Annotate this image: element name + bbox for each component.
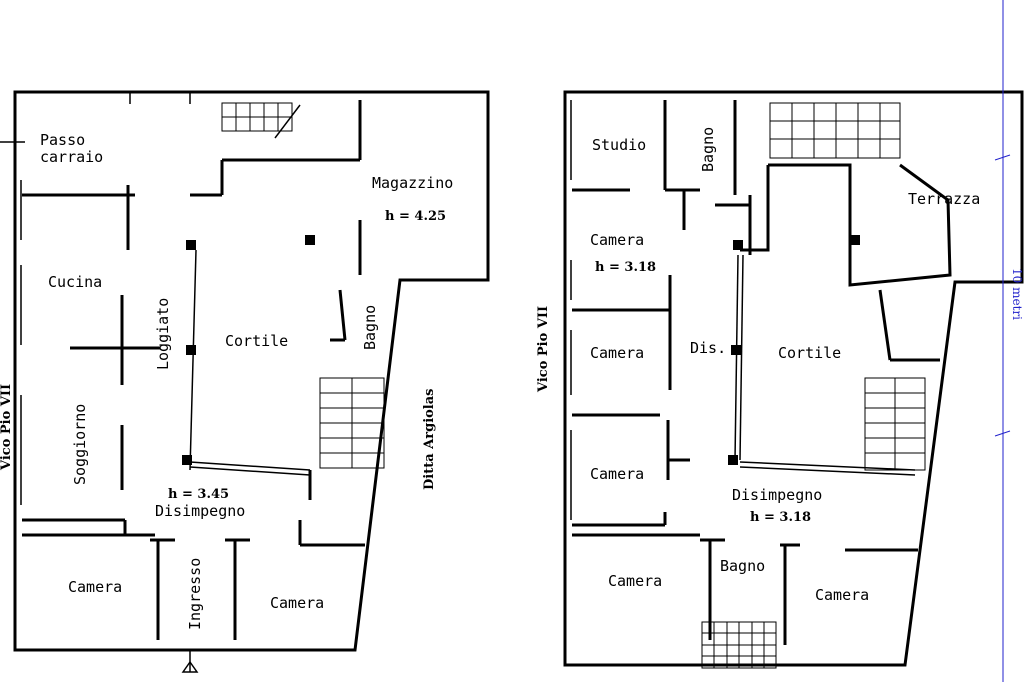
label-h-magazzino: h = 4.25 xyxy=(385,209,446,224)
balcony-bottom xyxy=(701,621,777,669)
label-camera-3: Camera xyxy=(590,465,644,483)
stair-top-right xyxy=(769,102,901,159)
label-street-right: Ditta Argiolas xyxy=(422,389,437,491)
label-cucina: Cucina xyxy=(48,273,102,291)
label-magazzino: Magazzino xyxy=(372,174,453,192)
label-h-disimpegno-right: h = 3.18 xyxy=(750,510,811,525)
label-ingresso: Ingresso xyxy=(186,558,204,630)
stair-top-left xyxy=(221,102,301,139)
label-camera-4: Camera xyxy=(608,572,662,590)
stair-right-right xyxy=(864,377,926,471)
label-camera-2: Camera xyxy=(590,344,644,362)
label-cortile: Cortile xyxy=(225,332,288,350)
label-bagno-bottom: Bagno xyxy=(720,557,765,575)
stair-right-left xyxy=(319,377,385,469)
label-bagno-top: Bagno xyxy=(699,127,717,172)
label-soggiorno: Soggiorno xyxy=(71,404,89,485)
label-street-left: Vico Pio VII xyxy=(0,384,14,471)
right-floor-plan: Studio Bagno Terrazza Camera h = 3.18 Ca… xyxy=(536,90,1024,669)
scale-bar: 10 metri xyxy=(994,0,1024,682)
label-cortile-right: Cortile xyxy=(778,344,841,362)
label-camera-left: Camera xyxy=(68,578,122,596)
label-h-camera: h = 3.18 xyxy=(595,260,656,275)
label-street-right-plan: Vico Pio VII xyxy=(536,306,551,393)
label-terrazza: Terrazza xyxy=(908,190,980,208)
label-disimpegno-right: Disimpegno xyxy=(732,486,822,504)
label-studio: Studio xyxy=(592,136,646,154)
label-camera-1: Camera xyxy=(590,231,644,249)
label-h-disimpegno: h = 3.45 xyxy=(168,487,229,502)
label-dis: Dis. xyxy=(690,339,726,357)
label-loggiato: Loggiato xyxy=(154,298,172,370)
label-passo: Passo xyxy=(40,131,85,149)
label-bagno: Bagno xyxy=(361,305,379,350)
label-camera-5: Camera xyxy=(815,586,869,604)
label-disimpegno: Disimpegno xyxy=(155,502,245,520)
label-camera-right: Camera xyxy=(270,594,324,612)
left-floor-plan: Passo carraio Magazzino h = 4.25 Cucina … xyxy=(0,90,490,673)
label-carraio: carraio xyxy=(40,148,103,166)
scale-label: 10 metri xyxy=(1010,268,1024,320)
